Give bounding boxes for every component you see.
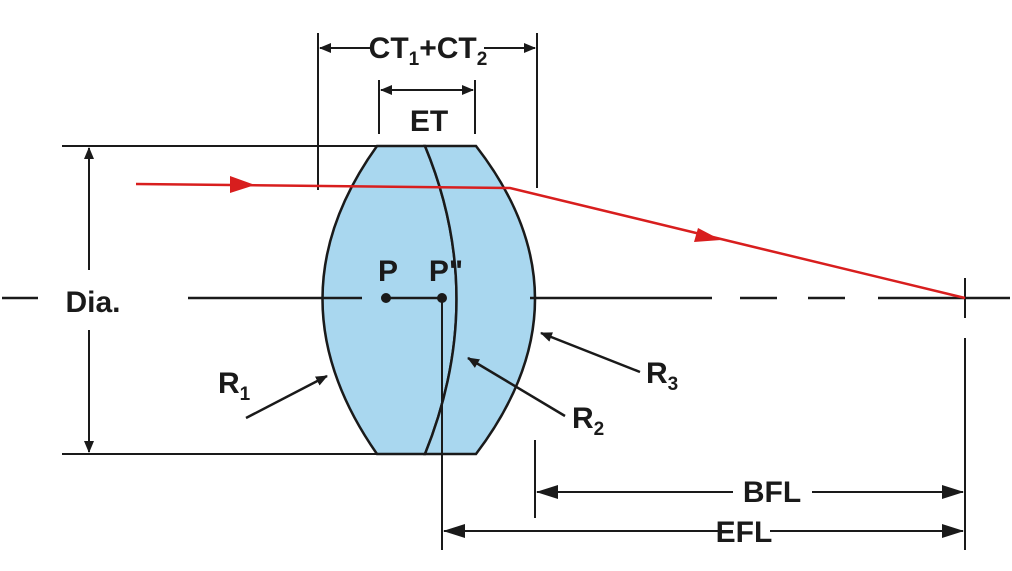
p-double-label: P": [429, 255, 463, 288]
dimension-arrows: [84, 43, 964, 538]
r3-pointer: [540, 331, 641, 374]
r2-label: R2: [572, 402, 604, 440]
r3-label: R3: [646, 357, 678, 395]
principal-points: [381, 293, 447, 303]
efl-label: EFL: [716, 516, 773, 549]
p-label: P: [378, 255, 398, 288]
lens: [321, 144, 537, 456]
principal-point-p: [381, 293, 391, 303]
ray-arrowhead-2: [694, 228, 721, 242]
et-label: ET: [410, 105, 448, 138]
light-ray: [135, 176, 966, 300]
dia-label: Dia.: [65, 286, 120, 319]
labels: CT1+CT2 ET Dia. P P" R1 R2 R3 BFL EFL: [65, 32, 801, 549]
r1-label: R1: [218, 367, 251, 405]
reference-lines: [62, 33, 966, 550]
r1-pointer: [245, 374, 328, 420]
ct-label: CT1+CT2: [369, 32, 488, 70]
ray-arrowhead-1: [230, 176, 255, 193]
lens-element-2: [423, 144, 537, 456]
bfl-label: BFL: [743, 476, 801, 509]
r2-pointer: [467, 356, 566, 418]
